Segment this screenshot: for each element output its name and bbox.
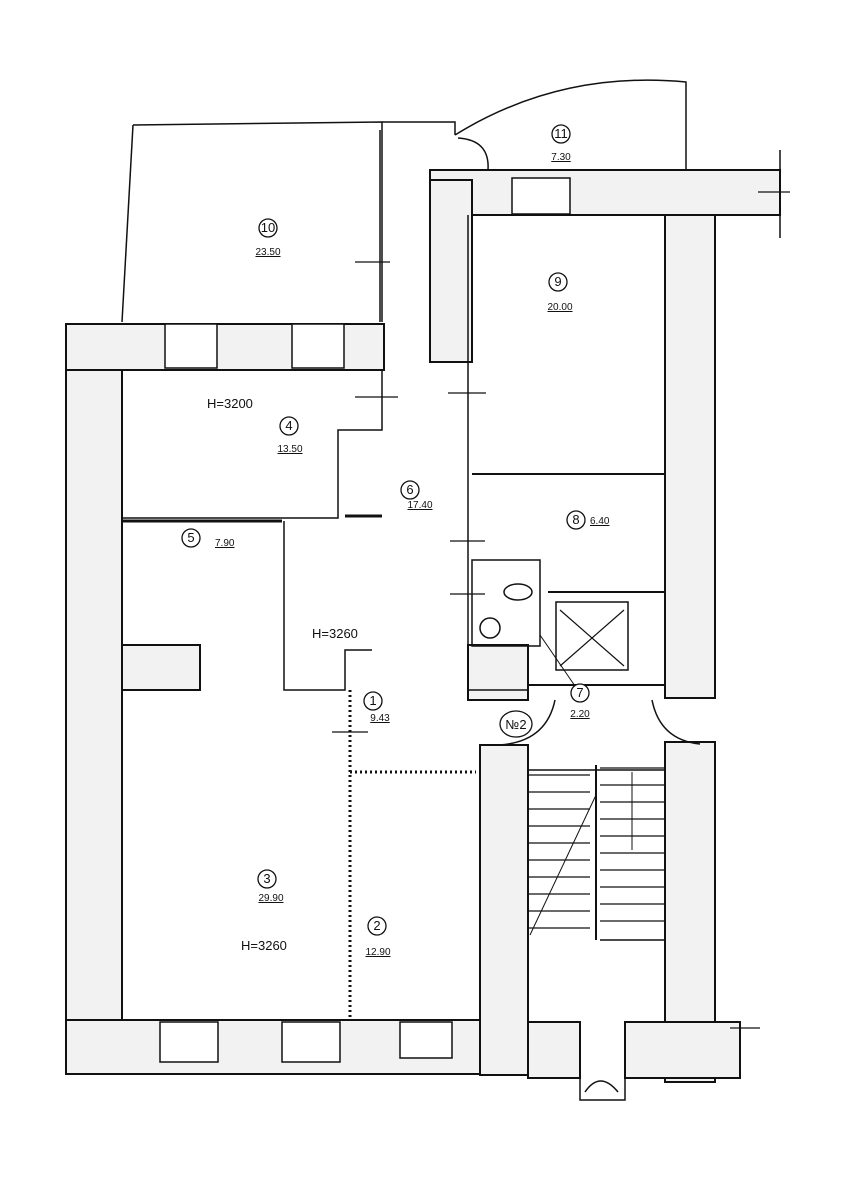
room-10-number: 10 [261,220,275,235]
room-8-area: 6.40 [590,516,610,527]
room-9-area: 20.00 [547,302,572,313]
room-7-number-circle [570,683,590,703]
room-6-number: 6 [406,482,413,497]
room-4-number-circle [279,416,299,436]
staircase [528,765,665,941]
room-9-number-circle [548,272,568,292]
room-5-area: 7.90 [215,538,235,549]
interior-partitions [121,215,666,1020]
stair-line [529,794,597,936]
room-3-number: 3 [263,871,270,886]
room-1-area: 9.43 [370,713,390,724]
room-6-area: 17.40 [407,500,432,511]
room-4-number: 4 [285,418,292,433]
room-1-number: 1 [369,693,376,708]
room-3-number-circle [257,869,277,889]
room-2-number: 2 [373,918,380,933]
room-2-area: 12.90 [365,947,390,958]
doors [484,699,701,1101]
room-11-area: 7.30 [551,152,571,163]
apartment-number-oval [499,710,533,738]
room-9-number: 9 [554,274,561,289]
annex-outline [121,79,781,323]
room-5-number: 5 [187,530,194,545]
room-7-number: 7 [576,685,583,700]
room-labels: 10 23.50 11 7.30 9 20.00 H=3200 4 13.50 … [181,124,610,958]
dimension-ticks [332,191,790,1029]
room-5-height: H=3260 [312,626,358,641]
room-6-number-circle [400,480,420,500]
room-5-number-circle [181,528,201,548]
room-7-area: 2.20 [570,709,590,720]
room-8-number: 8 [572,512,579,527]
room-10-area: 23.50 [255,247,280,258]
exterior-walls [65,169,781,1083]
room-10-number-circle [258,218,278,238]
room-3-area: 29.90 [258,893,283,904]
room-11-number: 11 [554,126,568,141]
room-11-number-circle [551,124,571,144]
room-4-height: H=3200 [207,396,253,411]
room-3-height: H=3260 [241,938,287,953]
room-1-number-circle [363,691,383,711]
room-2-number-circle [367,916,387,936]
room-8-number-circle [566,510,586,530]
apartment-number: №2 [505,717,526,732]
windows [159,177,571,1063]
room-4-area: 13.50 [277,444,302,455]
